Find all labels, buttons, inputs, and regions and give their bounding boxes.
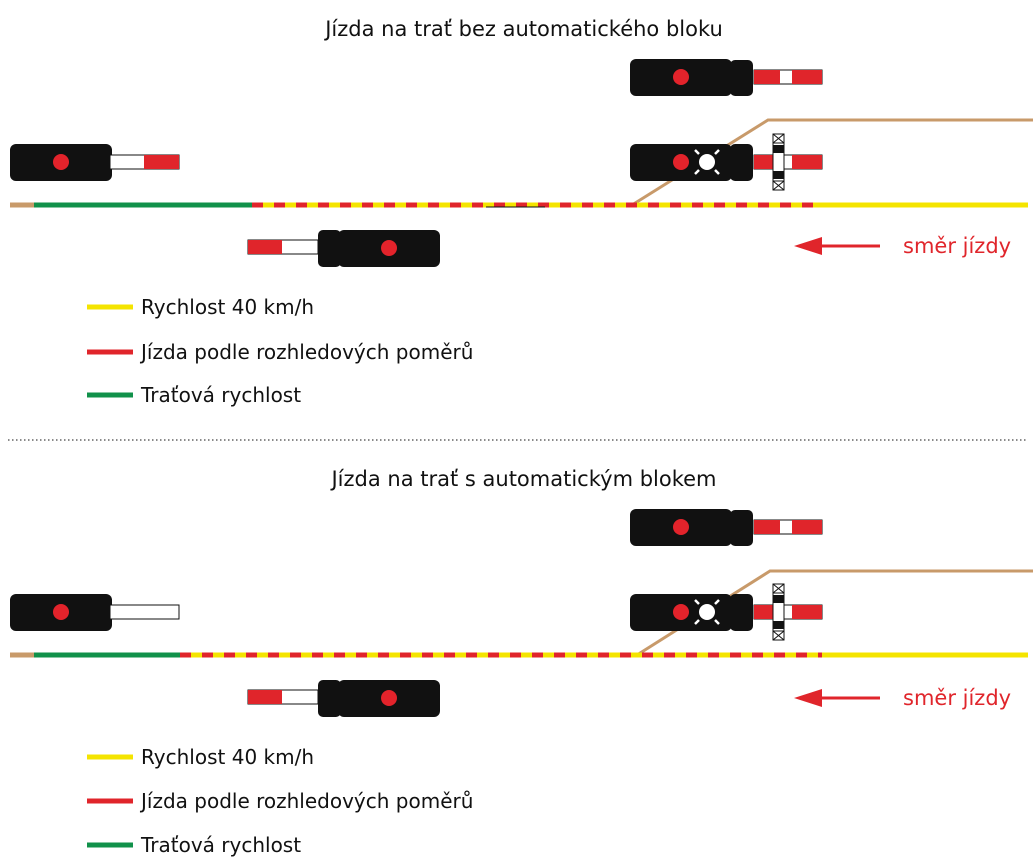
panel-title: Jízda na trať bez automatického bloku: [323, 17, 723, 41]
direction-arrow-icon: [794, 689, 822, 707]
main-track: [10, 202, 1028, 208]
legend-label-sight: Jízda podle rozhledových poměrů: [139, 789, 473, 813]
signal-icon-top: [630, 509, 823, 546]
signal-icon-left: [10, 144, 180, 181]
direction-indicator: směr jízdy: [794, 234, 1011, 258]
signal-icon-bottom: [247, 230, 440, 267]
track-marker-post-icon: [772, 583, 785, 641]
signal-icon-bottom: [247, 680, 440, 717]
legend-label-sight: Jízda podle rozhledových poměrů: [139, 340, 473, 364]
legend: Rychlost 40 km/h Jízda podle rozhledovýc…: [87, 295, 473, 407]
direction-label: směr jízdy: [903, 686, 1011, 710]
direction-arrow-icon: [794, 237, 822, 255]
track-marker-post-icon: [772, 133, 785, 191]
panel-with-automatic-block: Jízda na trať s automatickým blokem: [10, 467, 1033, 857]
legend: Rychlost 40 km/h Jízda podle rozhledovýc…: [87, 745, 473, 857]
signal-icon-left: [10, 594, 180, 631]
signal-icon-right-white-light: [630, 133, 823, 191]
legend-label-40kmh: Rychlost 40 km/h: [141, 745, 314, 769]
direction-indicator: směr jízdy: [794, 686, 1011, 710]
legend-label-40kmh: Rychlost 40 km/h: [141, 295, 314, 319]
panel-without-automatic-block: Jízda na trať bez automatického bloku: [10, 17, 1033, 407]
signal-icon-right-white-light: [630, 583, 823, 641]
panel-title: Jízda na trať s automatickým blokem: [329, 467, 716, 491]
legend-label-line-speed: Traťová rychlost: [140, 833, 301, 857]
legend-label-line-speed: Traťová rychlost: [140, 383, 301, 407]
direction-label: směr jízdy: [903, 234, 1011, 258]
signal-icon-top: [630, 59, 823, 96]
